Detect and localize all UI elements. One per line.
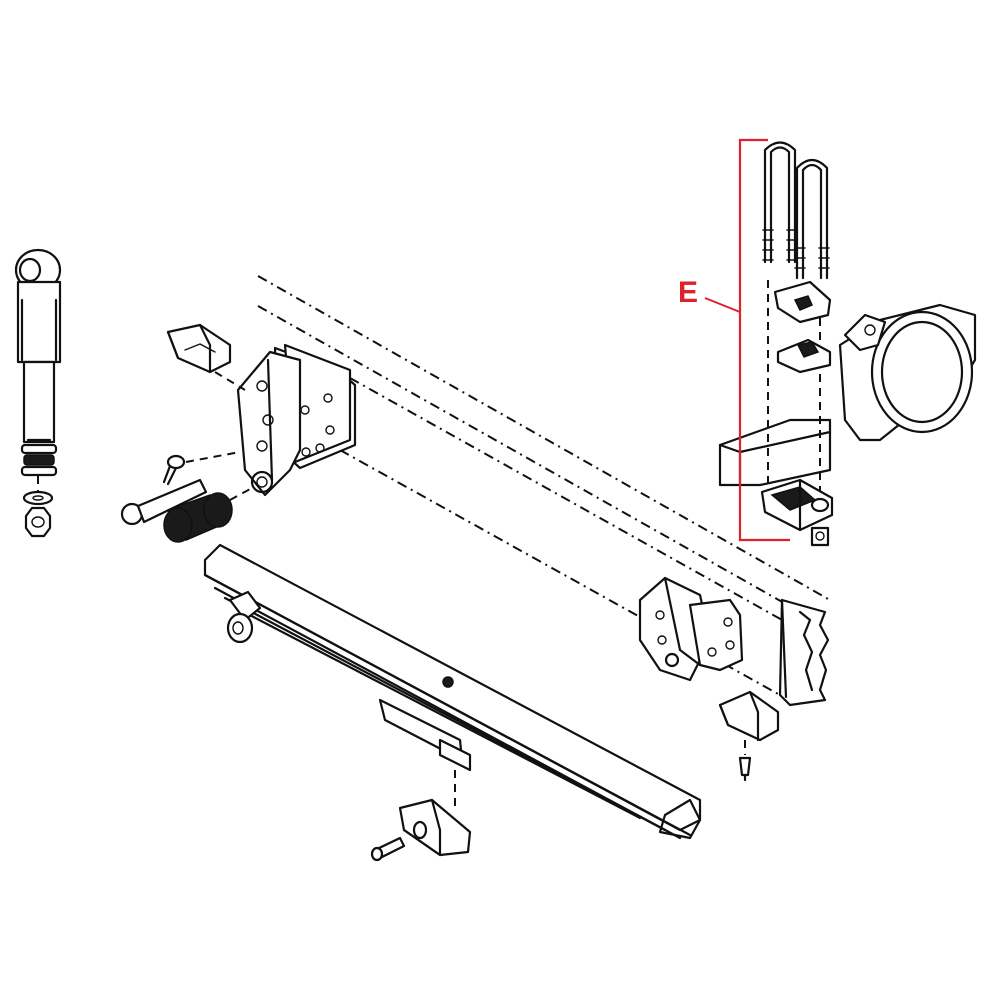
bolt — [370, 836, 406, 862]
frame-rail — [257, 275, 831, 707]
spring-hanger-rear — [638, 576, 744, 682]
bumper-pad — [166, 323, 232, 374]
spring-eye-bushing — [163, 492, 233, 543]
callout-label-e: E — [678, 276, 698, 309]
u-bolt-kit — [760, 141, 834, 547]
bolt — [738, 756, 752, 782]
bumper-pad — [718, 690, 780, 742]
callout-e-bracket: E — [678, 138, 790, 542]
leaf-spring — [203, 543, 702, 840]
shackle-pin — [120, 478, 208, 526]
cotter-pin — [162, 454, 186, 486]
spring-seat-plate — [398, 798, 472, 857]
axle-housing — [718, 303, 977, 487]
shock-absorber — [14, 248, 62, 538]
spring-hanger-front — [236, 343, 357, 497]
